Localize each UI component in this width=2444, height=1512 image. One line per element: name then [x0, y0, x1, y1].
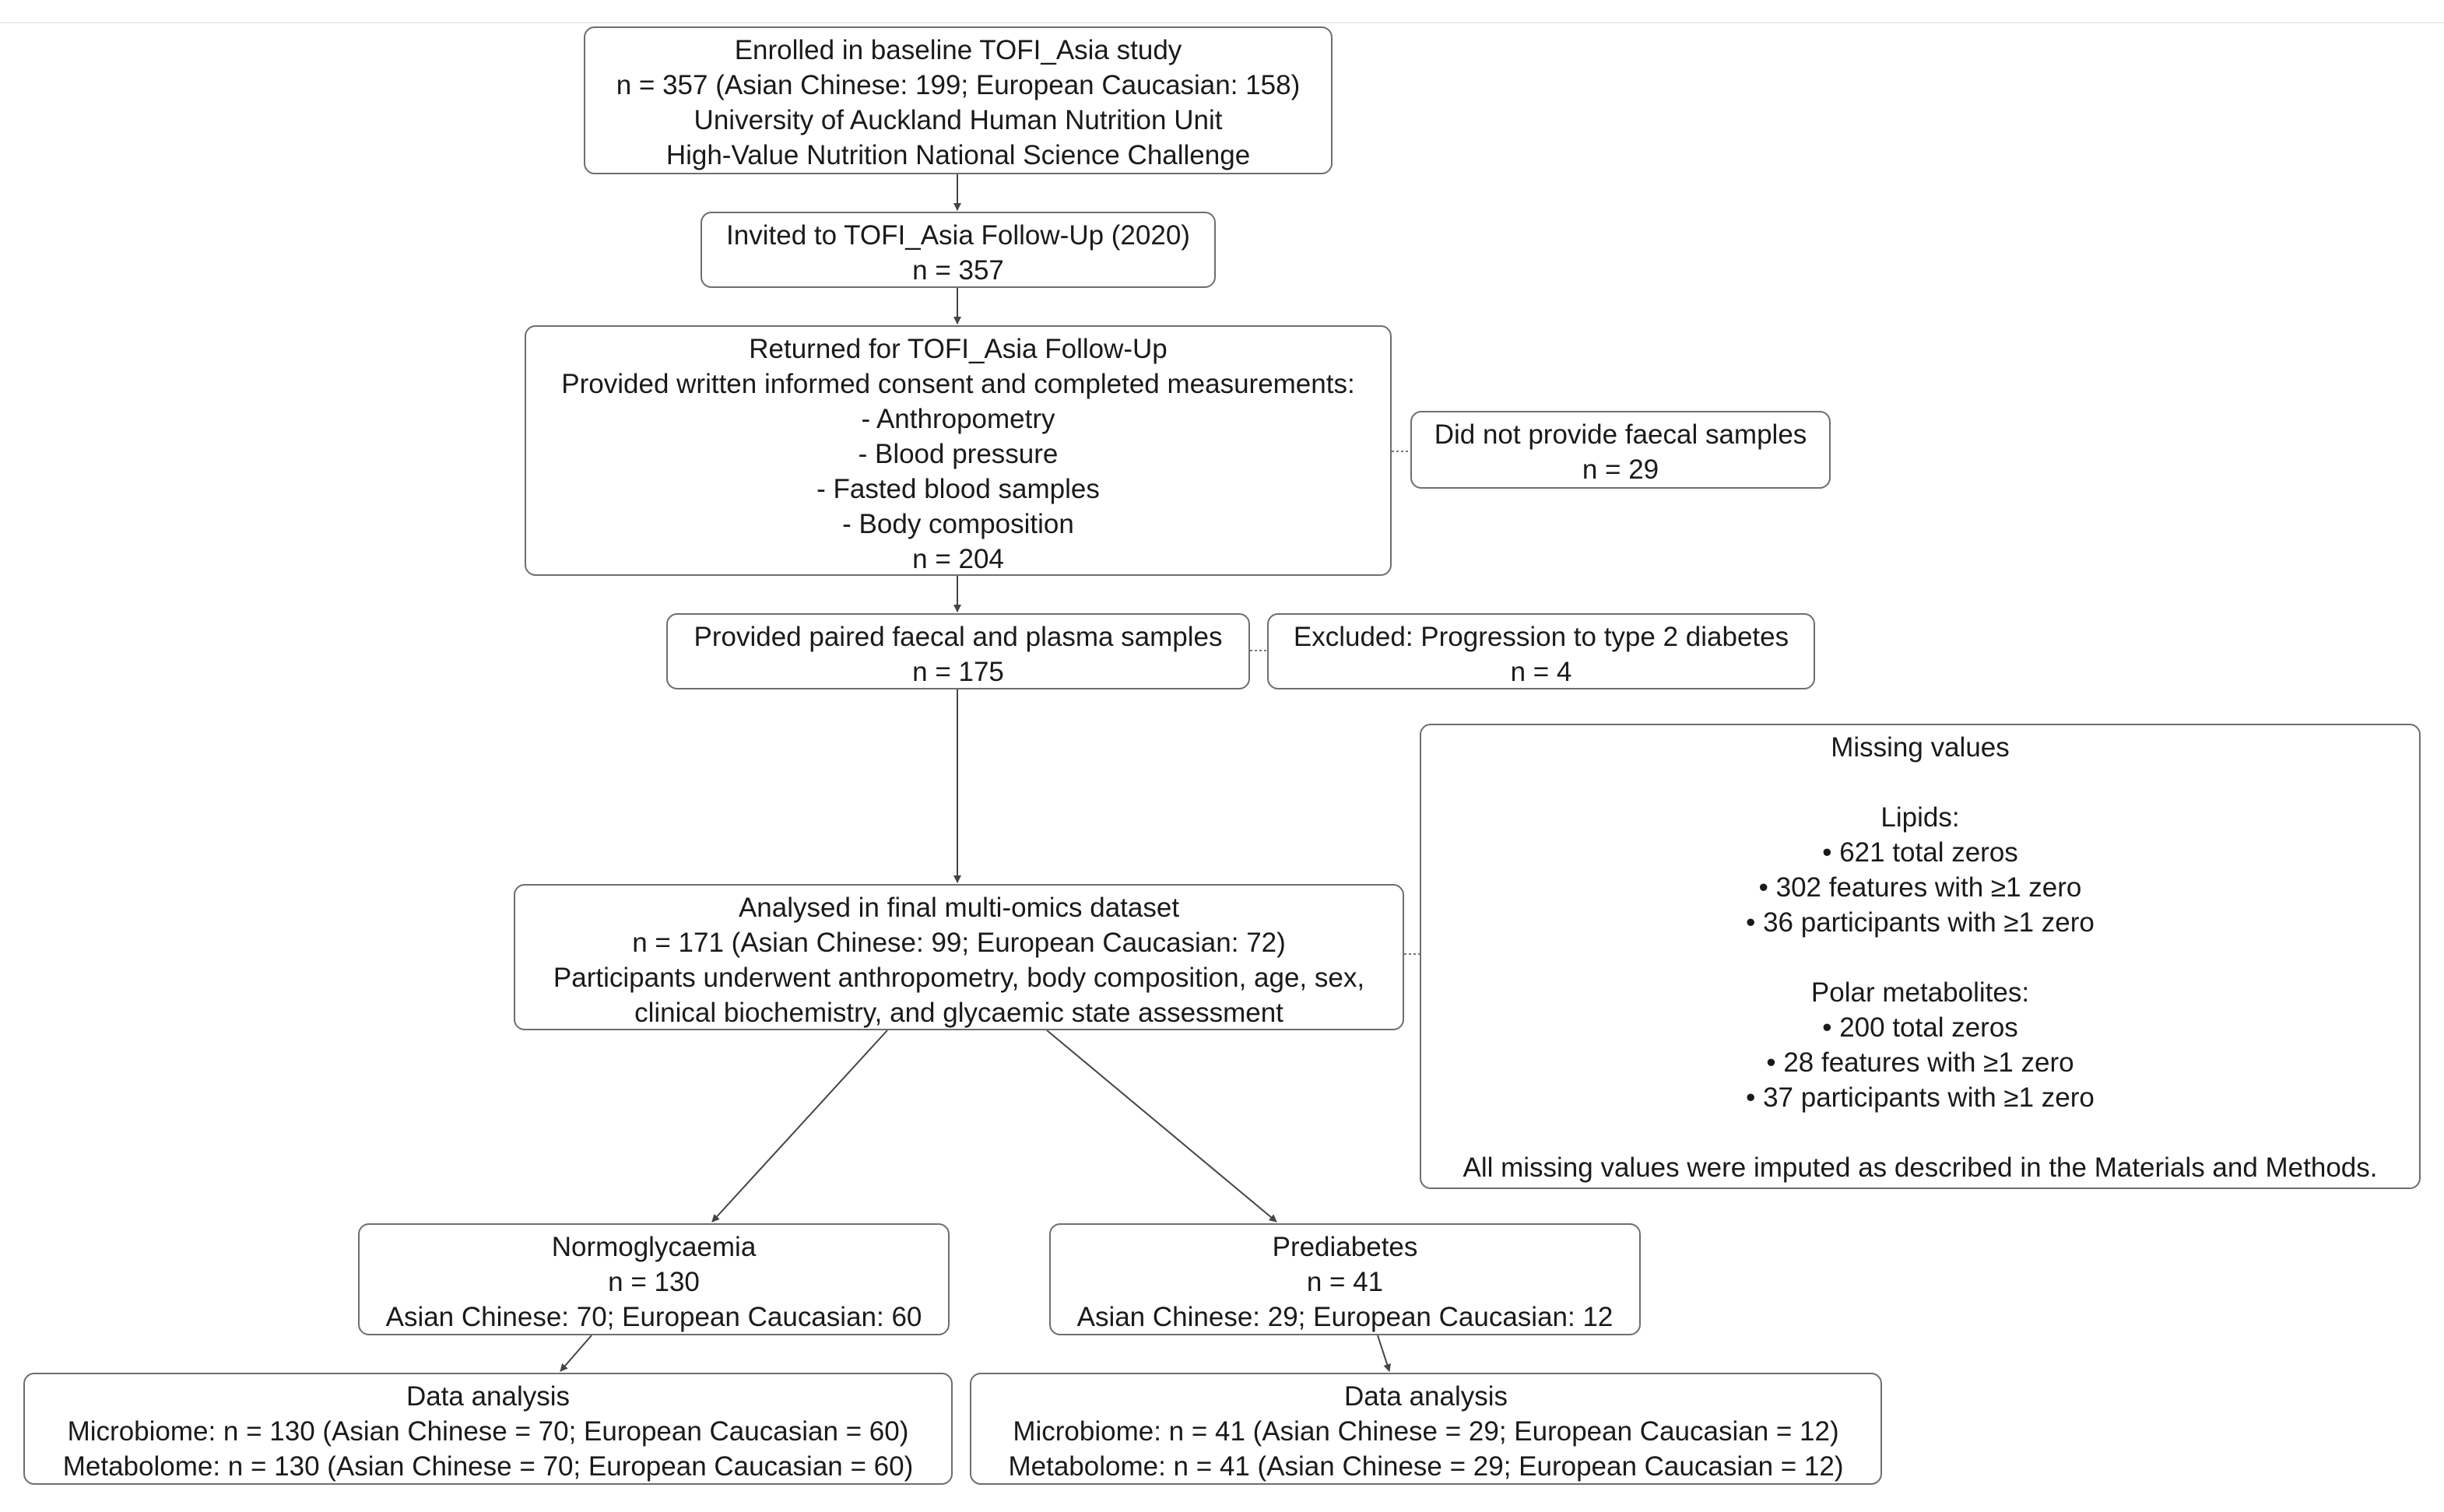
arrow-normoglycaemia-to-analysis	[560, 1335, 592, 1372]
paired-line-1: Provided paired faecal and plasma sample…	[694, 622, 1223, 652]
invited-line-2: n = 357	[912, 255, 1004, 286]
missing-line-11: • 37 participants with ≥1 zero	[1746, 1082, 2095, 1113]
analysed-box: Analysed in final multi-omics dataset n =…	[514, 884, 1404, 1030]
analysed-line-2: n = 171 (Asian Chinese: 99; European Cau…	[632, 928, 1286, 958]
excluded-box: Excluded: Progression to type 2 diabetes…	[1267, 613, 1815, 689]
paired-line-2: n = 175	[912, 657, 1004, 687]
normo-analysis-line-3: Metabolome: n = 130 (Asian Chinese = 70;…	[62, 1451, 914, 1482]
prediabetes-line-2: n = 41	[1306, 1267, 1384, 1297]
normo-analysis-line-2: Microbiome: n = 130 (Asian Chinese = 70;…	[67, 1416, 909, 1447]
missing-line-5: • 302 features with ≥1 zero	[1758, 872, 2082, 903]
returned-line-1: Returned for TOFI_Asia Follow-Up	[749, 334, 1168, 364]
paired-samples-box: Provided paired faecal and plasma sample…	[666, 613, 1250, 689]
enrolled-box: Enrolled in baseline TOFI_Asia study n = …	[584, 26, 1333, 174]
no-faecal-samples-box: Did not provide faecal samples n = 29	[1410, 411, 1831, 489]
enrolled-line-4: High-Value Nutrition National Science Ch…	[665, 140, 1251, 170]
normo-analysis-line-1: Data analysis	[406, 1381, 571, 1412]
missing-line-7	[1421, 940, 2419, 975]
missing-line-12	[1421, 1115, 2419, 1150]
missing-line-8: Polar metabolites:	[1810, 977, 2030, 1008]
excluded-line-1: Excluded: Progression to type 2 diabetes	[1293, 622, 1789, 652]
no-faecal-line-2: n = 29	[1582, 454, 1659, 485]
prediabetes-line-3: Asian Chinese: 29; European Caucasian: 1…	[1076, 1302, 1614, 1332]
pre-analysis-line-2: Microbiome: n = 41 (Asian Chinese = 29; …	[1013, 1416, 1839, 1447]
invited-box: Invited to TOFI_Asia Follow-Up (2020) n =…	[701, 212, 1216, 288]
invited-line-1: Invited to TOFI_Asia Follow-Up (2020)	[726, 220, 1190, 251]
returned-line-5: - Fasted blood samples	[816, 474, 1100, 504]
returned-line-3: - Anthropometry	[861, 404, 1055, 434]
missing-line-10: • 28 features with ≥1 zero	[1766, 1047, 2074, 1078]
enrolled-line-2: n = 357 (Asian Chinese: 199; European Ca…	[616, 70, 1301, 100]
pre-analysis-line-1: Data analysis	[1343, 1381, 1508, 1412]
analysed-line-4: clinical biochemistry, and glycaemic sta…	[634, 998, 1283, 1028]
normo-line-3: Asian Chinese: 70; European Caucasian: 6…	[385, 1302, 922, 1332]
arrow-analysed-to-prediabetes	[1046, 1030, 1277, 1223]
analysed-line-3: Participants underwent anthropometry, bo…	[553, 963, 1365, 993]
top-divider	[0, 22, 2444, 23]
normo-line-1: Normoglycaemia	[551, 1232, 757, 1262]
enrolled-line-3: University of Auckland Human Nutrition U…	[694, 105, 1223, 135]
pre-analysis-line-3: Metabolome: n = 41 (Asian Chinese = 29; …	[1008, 1451, 1844, 1482]
missing-line-9: • 200 total zeros	[1822, 1012, 2018, 1043]
no-faecal-line-1: Did not provide faecal samples	[1434, 419, 1807, 450]
excluded-line-2: n = 4	[1510, 657, 1572, 687]
returned-line-2: Provided written informed consent and co…	[561, 369, 1355, 399]
enrolled-line-1: Enrolled in baseline TOFI_Asia study	[734, 35, 1182, 65]
missing-line-2	[1421, 765, 2419, 800]
missing-line-13: All missing values were imputed as descr…	[1463, 1152, 2378, 1183]
returned-line-7: n = 204	[912, 544, 1004, 574]
arrow-prediabetes-to-analysis	[1377, 1335, 1391, 1372]
analysed-line-1: Analysed in final multi-omics dataset	[738, 893, 1180, 923]
returned-line-6: - Body composition	[842, 509, 1074, 539]
missing-line-3: Lipids:	[1880, 802, 1960, 833]
missing-line-6: • 36 participants with ≥1 zero	[1746, 907, 2095, 938]
returned-line-4: - Blood pressure	[858, 439, 1059, 469]
normo-line-2: n = 130	[608, 1267, 700, 1297]
missing-line-4: • 621 total zeros	[1822, 837, 2018, 868]
prediabetes-box: Prediabetes n = 41 Asian Chinese: 29; Euro…	[1049, 1223, 1641, 1335]
arrow-analysed-to-normoglycaemia	[711, 1030, 888, 1223]
prediabetes-line-1: Prediabetes	[1272, 1232, 1418, 1262]
missing-line-1: Missing values	[1831, 732, 2010, 763]
